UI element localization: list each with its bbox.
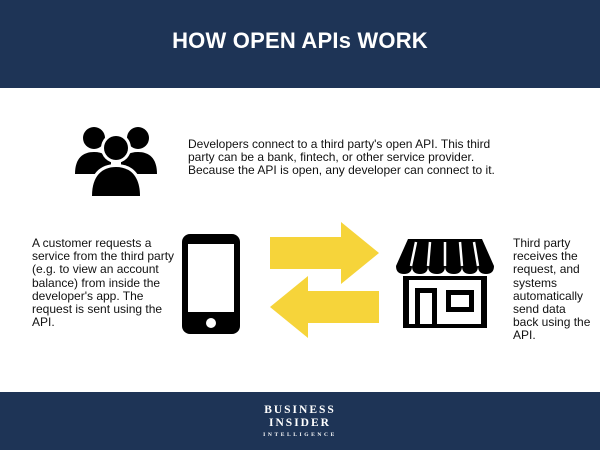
brand-logo-line-2: INSIDER <box>269 417 331 429</box>
customer-description: A customer requests a service from the t… <box>32 236 175 330</box>
storefront-icon <box>396 239 494 328</box>
third-party-description: Third party receives the request, and sy… <box>513 236 591 343</box>
developers-description: Developers connect to a third party's op… <box>188 137 495 178</box>
smartphone-icon <box>182 234 240 334</box>
brand-logo-line-1: BUSINESS <box>264 404 336 416</box>
page-title: HOW OPEN APIs WORK <box>172 28 428 53</box>
footer-banner: BUSINESS INSIDER INTELLIGENCE <box>0 392 600 450</box>
header-banner: HOW OPEN APIs WORK <box>0 0 600 88</box>
exchange-arrows-icon <box>270 222 379 338</box>
people-icon <box>75 127 157 196</box>
brand-logo-line-3: INTELLIGENCE <box>263 432 337 438</box>
